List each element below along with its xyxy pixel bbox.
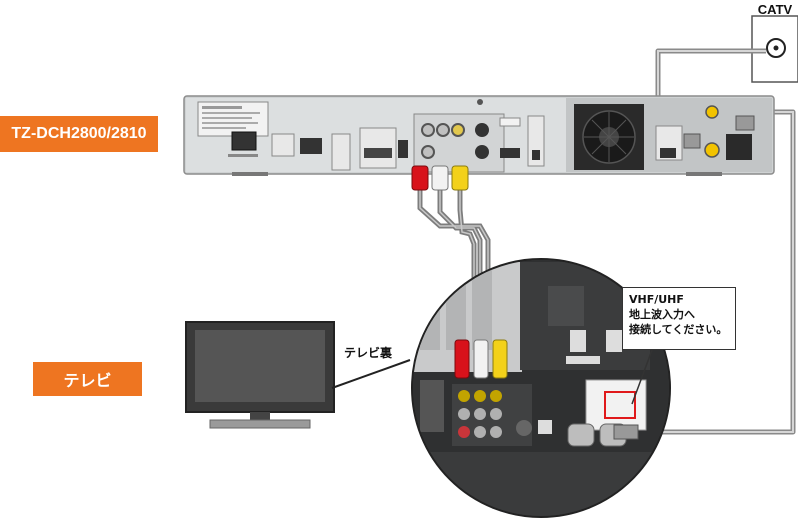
rca-plugs-tv (454, 339, 508, 379)
av-cable-bundle (417, 188, 491, 352)
antenna-input-callout: VHF/UHF 地上波入力へ 接続してください。 (622, 287, 736, 350)
callout-line-3: 接続してください。 (629, 323, 728, 336)
tv-rear-magnified-view (411, 258, 671, 518)
recorder-model-label: TZ-DCH2800/2810 (0, 116, 158, 152)
callout-line-1: VHF/UHF (629, 293, 684, 306)
callout-line-2: 地上波入力へ (629, 308, 695, 321)
tv-back-label: テレビ裏 (344, 346, 393, 360)
rca-plugs-recorder (411, 165, 469, 191)
tv-label: テレビ (33, 362, 142, 396)
catv-label: CATV (757, 2, 793, 17)
recorder-rear-panel (183, 95, 775, 176)
tv-icon (185, 321, 335, 429)
callout-pointer (631, 349, 653, 405)
tv-back-pointer (331, 359, 411, 389)
